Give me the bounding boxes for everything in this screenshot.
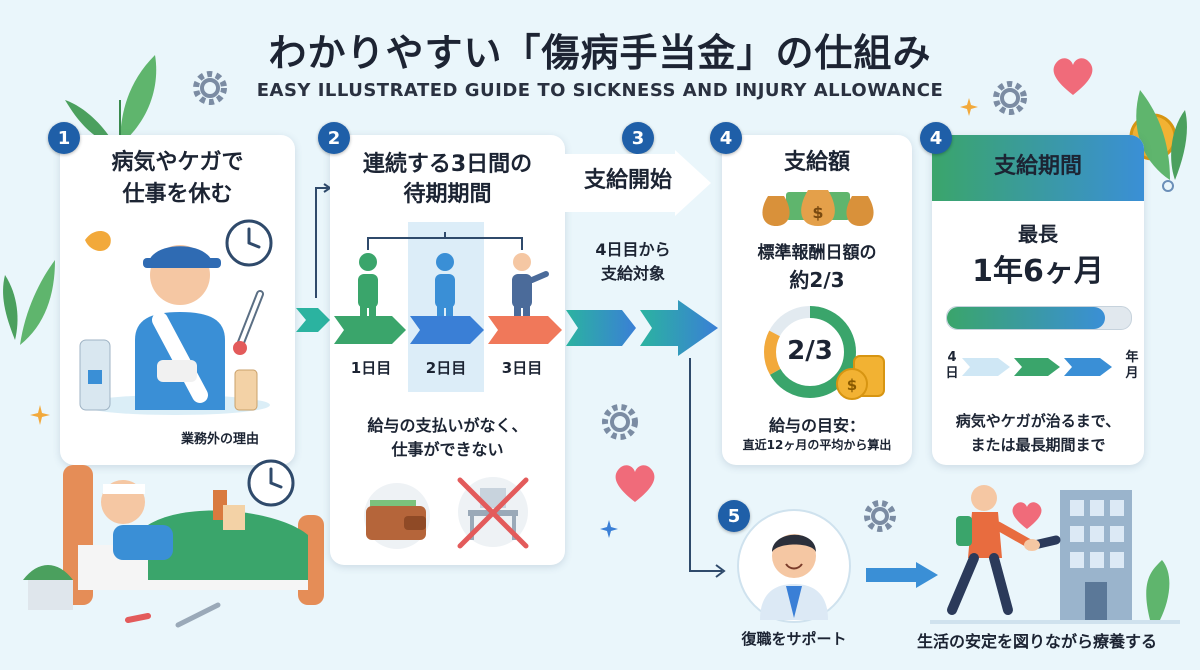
returning-worker-illustration: [737, 509, 851, 623]
heart-icon: [1012, 502, 1042, 529]
step2-badge: 2: [318, 122, 350, 154]
svg-text:$: $: [812, 203, 823, 222]
duration-bar-track: [946, 306, 1132, 330]
desk-x-icon: [457, 477, 529, 549]
duration-bar-fill: [947, 307, 1106, 329]
timeline-arrows: [962, 358, 1112, 376]
clock-icon: [247, 459, 295, 507]
day-label-3: 3日目: [501, 359, 543, 377]
page-subtitle: EASY ILLUSTRATED GUIDE TO SICKNESS AND I…: [256, 80, 944, 101]
gear-icon: [864, 500, 896, 532]
gear-icon: [602, 404, 638, 440]
step1-title-line1: 病気やケガで: [111, 150, 244, 175]
sparkle-icon: [960, 98, 978, 116]
step2-title-line2: 待期期間: [403, 182, 492, 207]
footer-right-label: 生活の安定を図りながら療養する: [916, 632, 1157, 651]
step3-note-line2: 支給対象: [600, 264, 665, 283]
day-label-2: 2日目: [425, 359, 467, 377]
heart-icon: [1053, 58, 1093, 95]
wallet-icon: [364, 483, 430, 549]
two-thirds-ring: [764, 306, 856, 398]
step4a-badge: 4: [710, 122, 742, 154]
connector-line-1: [315, 183, 332, 298]
timeline-start-label: 4 日: [945, 350, 959, 381]
svg-text:$: $: [847, 376, 857, 394]
step2-note-line2: 仕事ができない: [391, 440, 504, 459]
step4b-note-line1: 病気やケガが治るまで、: [955, 412, 1121, 430]
sparkle-icon: [1162, 180, 1174, 192]
sparkle-icon: [30, 405, 50, 425]
step4a-guide-line2: 直近12ヶ月の平均から算出: [742, 438, 892, 452]
recovery-illustration: [930, 485, 1180, 624]
step4b-note-line2: または最長期間まで: [970, 436, 1106, 454]
step1-reason-label: 業務外の理由: [180, 432, 259, 447]
connector-line-5: [689, 358, 726, 578]
step4a-line1: 標準報酬日額の: [757, 243, 877, 263]
step4b-badge: 4: [920, 122, 952, 154]
waiting-period-people: [358, 232, 549, 326]
two-thirds-fraction: 2/3: [787, 336, 833, 366]
coin-stack-icon: $: [836, 355, 885, 400]
thermometer-icon: [233, 290, 264, 355]
injured-worker-illustration: [79, 230, 270, 415]
step3-banner-arrow: [565, 150, 711, 216]
gear-icon: [993, 81, 1027, 115]
step4b-duration: 1年6ヶ月: [972, 254, 1104, 289]
step3-badge: 3: [622, 122, 654, 154]
step4a-line2: 約2/3: [789, 268, 845, 292]
step1-title-line2: 仕事を休む: [122, 182, 233, 207]
timeline-end-label: 年 月: [1125, 350, 1139, 381]
leaf-icon: [3, 260, 55, 345]
leaf-icon: [1136, 90, 1187, 180]
page-title: わかりやすい「傷病手当金」の仕組み: [268, 31, 932, 75]
sparkle-icon: [600, 520, 618, 538]
flow-arrow-main: [566, 300, 718, 356]
step1-badge: 1: [48, 122, 80, 154]
sick-in-bed-illustration: [23, 465, 324, 628]
flow-arrow-1: [296, 308, 330, 332]
step4a-title: 支給額: [783, 150, 850, 175]
flow-arrow-5: [866, 562, 938, 588]
clock-icon: [225, 219, 273, 267]
day-arrows: [334, 316, 562, 344]
heart-icon: [615, 465, 655, 502]
step5-badge: 5: [718, 500, 750, 532]
step2-note-line1: 給与の支払いがなく、: [367, 416, 528, 435]
money-bag-icon: $: [762, 190, 874, 226]
step2-title-line1: 連続する3日間の: [362, 152, 533, 177]
step5-label: 復職をサポート: [741, 630, 847, 648]
step3-banner-label: 支給開始: [583, 168, 672, 193]
step4b-max-label: 最長: [1018, 222, 1058, 246]
step4b-header: 支給期間: [993, 154, 1082, 179]
step3-note-line1: 4日目から: [595, 240, 671, 259]
day-label-1: 1日目: [350, 359, 392, 377]
step4b-card: [932, 135, 1144, 465]
step4a-guide-line1: 給与の目安：: [768, 416, 865, 435]
gear-icon: [193, 71, 227, 105]
